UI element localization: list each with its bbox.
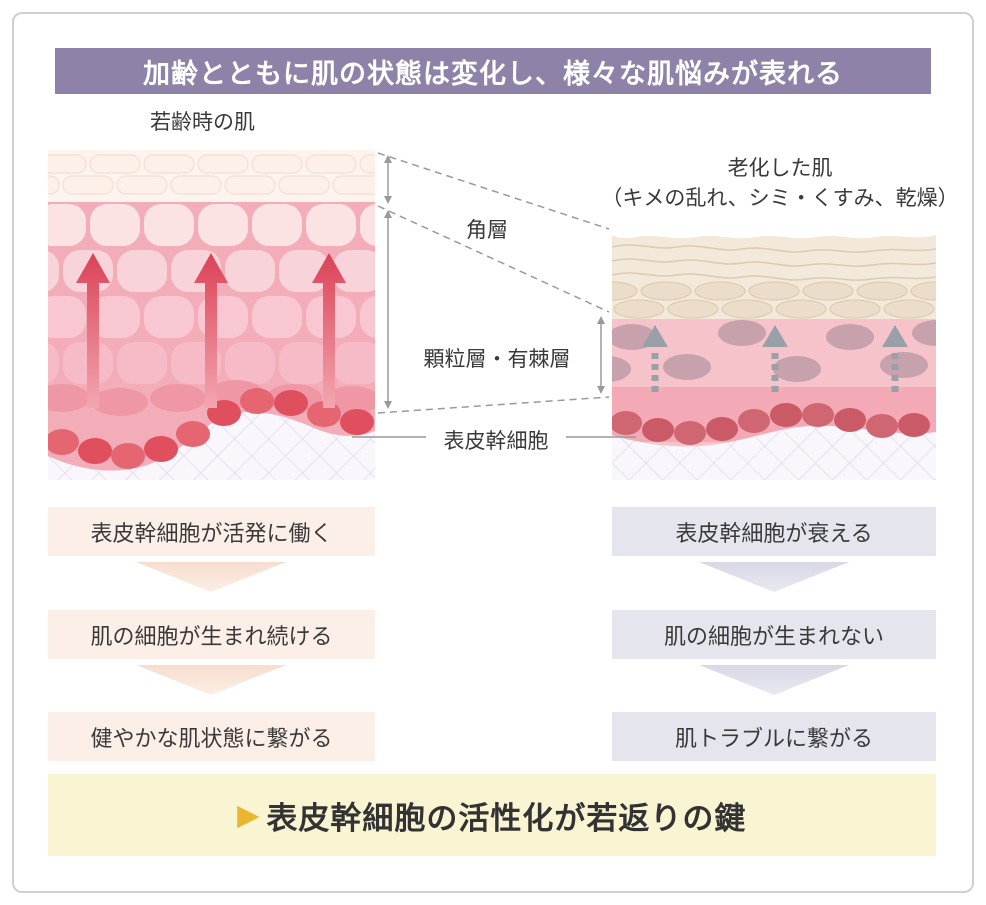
- header-banner: 加齢とともに肌の状態は変化し、様々な肌悩みが表れる: [55, 48, 931, 94]
- flow-down-arrow-icon: [699, 562, 849, 592]
- aged-flow-step-2: 肌の細胞が生まれない: [612, 610, 936, 659]
- aged-skin-label-subtitle: （キメの乱れ、シミ・くすみ、乾燥）: [601, 187, 959, 211]
- young-flow-step-3: 健やかな肌状態に繋がる: [48, 712, 375, 761]
- young-skin-label: 若齢時の肌: [150, 111, 255, 134]
- aged-flow-step-1: 表皮幹細胞が衰える: [612, 507, 936, 556]
- aged-corneum-lines: [612, 244, 936, 281]
- aged-rough-surface: [612, 225, 936, 239]
- aged-skin-svg: [612, 225, 936, 480]
- aged-dull-cells: [612, 320, 936, 382]
- young-skin-svg: [48, 150, 375, 480]
- aged-weak-up-arrow-icon: [642, 325, 908, 393]
- header-title: 加齢とともに肌の状態は変化し、様々な肌悩みが表れる: [143, 58, 843, 89]
- stratum-corneum-label: 角層: [466, 219, 508, 242]
- young-up-arrow-icon: [76, 253, 346, 408]
- flow-down-arrow-icon: [699, 665, 849, 695]
- pointer-triangle-icon: ▶: [237, 799, 259, 830]
- conclusion-text: 表皮幹細胞の活性化が若返りの鍵: [266, 800, 747, 836]
- granular-spinous-label: 顆粒層・有棘層: [423, 348, 571, 371]
- young-corneum-cells: [48, 154, 375, 195]
- aged-skin-label-title: 老化した肌: [727, 157, 833, 180]
- conclusion-banner: ▶ 表皮幹細胞の活性化が若返りの鍵: [48, 774, 936, 856]
- aged-skin-illustration: [612, 225, 936, 480]
- stem-cell-label: 表皮幹細胞: [443, 430, 549, 453]
- young-flow-step-2: 肌の細胞が生まれ続ける: [48, 610, 375, 659]
- aged-flat-cells: [612, 281, 936, 319]
- young-skin-illustration: [48, 150, 375, 480]
- aged-flow-step-3: 肌トラブルに繋がる: [612, 712, 936, 761]
- aged-skin-label: 老化した肌 （キメの乱れ、シミ・くすみ、乾燥）: [597, 154, 963, 215]
- flow-down-arrow-icon: [136, 665, 286, 695]
- young-stem-cells: [48, 388, 374, 469]
- young-flow-step-1: 表皮幹細胞が活発に働く: [48, 507, 375, 556]
- aged-stem-cells: [612, 403, 930, 445]
- flow-down-arrow-icon: [136, 562, 286, 592]
